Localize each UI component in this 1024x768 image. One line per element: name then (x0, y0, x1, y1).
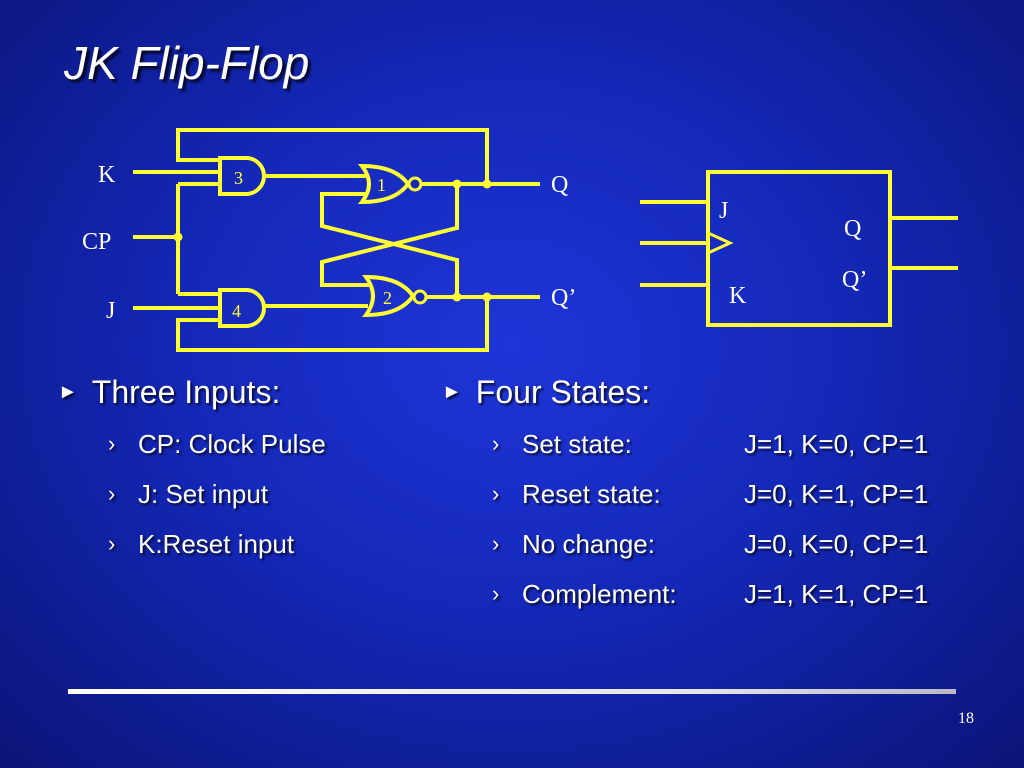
chevron-icon: › (108, 481, 116, 506)
list-item: › No change: J=0, K=0, CP=1 (492, 519, 928, 569)
chevron-icon: › (492, 531, 500, 556)
bullet-four-states: ► Four States: (442, 374, 928, 411)
list-item: › J: Set input (108, 469, 326, 519)
bullet-heading: Three Inputs: (91, 374, 281, 410)
list-item-text: CP: Clock Pulse (138, 428, 326, 459)
jk-block-symbol: J K Q Q’ (640, 170, 958, 327)
junction-dot (482, 292, 492, 302)
chevron-icon: › (108, 531, 116, 556)
page-number: 18 (958, 710, 974, 727)
and-gate-4: 4 (218, 288, 266, 328)
chevron-icon: › (492, 481, 500, 506)
nor-gate-1: 1 (357, 163, 423, 205)
footer-divider (68, 689, 956, 694)
state-value: J=1, K=0, CP=1 (744, 428, 929, 459)
state-value: J=1, K=1, CP=1 (744, 578, 929, 609)
circuit-wires (133, 128, 540, 352)
block-q-label: Q (844, 216, 861, 242)
junction-dot (452, 292, 462, 302)
wire-qbar-feedback (176, 297, 489, 352)
junction-dot (173, 232, 183, 242)
bullet-three-inputs: ► Three Inputs: (58, 374, 326, 411)
list-item: › Complement: J=1, K=1, CP=1 (492, 569, 928, 619)
bullet-heading: Four States: (475, 374, 651, 410)
gate-3-label: 3 (234, 168, 243, 188)
junction-dot (482, 179, 492, 189)
state-label: Complement: (522, 578, 677, 609)
clock-triangle-icon (707, 231, 734, 255)
block-box (706, 170, 892, 327)
slide-title: JK Flip-Flop (64, 37, 310, 89)
wire-q-feedback (176, 128, 489, 184)
right-column: ► Four States: › Set state: J=1, K=0, CP… (442, 374, 928, 619)
list-item: › CP: Clock Pulse (108, 419, 326, 469)
sub-list: › Set state: J=1, K=0, CP=1 › Reset stat… (492, 419, 928, 619)
state-label: Reset state: (522, 478, 661, 509)
inverter-bubble-icon (407, 176, 423, 192)
and-gate-icon (218, 288, 266, 328)
bullet-arrow-icon: ► (58, 381, 78, 403)
list-item: › K:Reset input (108, 519, 326, 569)
output-qbar-label: Q’ (551, 285, 576, 311)
output-q-label: Q (551, 172, 568, 198)
gate-2-label: 2 (383, 288, 392, 308)
chevron-icon: › (108, 431, 116, 456)
list-item-text: K:Reset input (138, 528, 295, 559)
nor-gate-icon (362, 274, 416, 318)
bullet-arrow-icon: ► (442, 381, 462, 403)
chevron-icon: › (492, 431, 500, 456)
input-k-label: K (98, 162, 116, 188)
gate-4-label: 4 (232, 301, 241, 321)
wire-cross-qbar (320, 192, 459, 297)
inverter-bubble-icon (412, 289, 428, 305)
wire-cross-q (320, 184, 459, 287)
junction-dot (452, 179, 462, 189)
block-k-label: K (729, 283, 747, 309)
state-label: Set state: (522, 428, 632, 459)
state-label: No change: (522, 528, 655, 559)
junction-dots (173, 179, 492, 302)
list-item: › Reset state: J=0, K=1, CP=1 (492, 469, 928, 519)
input-j-label: J (106, 298, 115, 324)
nor-gate-icon (357, 163, 411, 205)
block-qbar-label: Q’ (842, 267, 867, 293)
nor-gate-2: 2 (362, 274, 428, 318)
sub-list: › CP: Clock Pulse › J: Set input › K:Res… (108, 419, 326, 569)
state-value: J=0, K=0, CP=1 (744, 528, 929, 559)
chevron-icon: › (492, 581, 500, 606)
state-value: J=0, K=1, CP=1 (744, 478, 929, 509)
and-gate-icon (218, 156, 266, 196)
gate-1-label: 1 (377, 175, 386, 195)
left-column: ► Three Inputs: › CP: Clock Pulse › J: S… (58, 374, 326, 569)
and-gate-3: 3 (218, 156, 266, 196)
block-j-label: J (719, 198, 728, 224)
list-item-text: J: Set input (138, 478, 269, 509)
input-cp-label: CP (82, 229, 111, 255)
list-item: › Set state: J=1, K=0, CP=1 (492, 419, 928, 469)
